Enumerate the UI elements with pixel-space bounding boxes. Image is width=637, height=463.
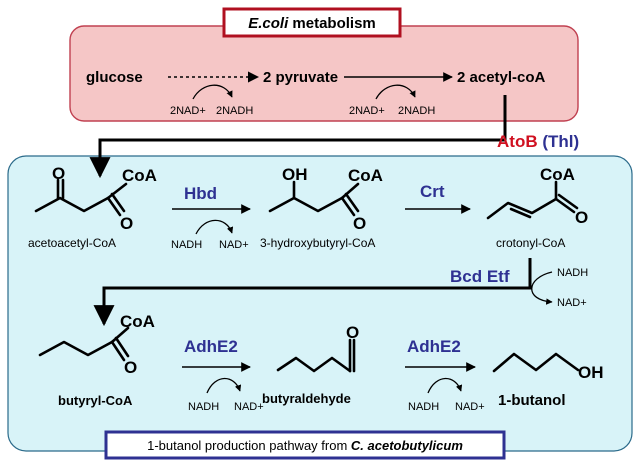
bcd-cofactor-out: NAD+ xyxy=(557,297,587,309)
ecoli-title: E.coli metabolism xyxy=(248,15,376,32)
atom-coa-4: CoA xyxy=(120,312,155,331)
glucose-label: glucose xyxy=(86,69,143,86)
atom-o-3: O xyxy=(353,214,366,233)
butyraldehyde-structure xyxy=(276,338,356,373)
adh2-cofactor-in: NADH xyxy=(408,401,439,413)
enzyme-bcd-etf: Bcd Etf xyxy=(450,267,510,286)
enzyme-adhe2-2: AdhE2 xyxy=(407,337,461,356)
atom-oh-2: OH xyxy=(578,363,604,382)
acetyl-coa-label: 2 acetyl-coA xyxy=(457,69,546,86)
enzyme-crt: Crt xyxy=(420,182,445,201)
butyryl-coa-structure xyxy=(38,326,130,362)
atom-oh-1: OH xyxy=(282,165,308,184)
cofactor-curve-1 xyxy=(192,84,233,100)
hbd-cofactor-curve xyxy=(195,219,234,235)
atom-coa-2: CoA xyxy=(348,166,383,185)
adh1-cofactor-curve xyxy=(206,377,242,394)
butyryl-coa-label: butyryl-CoA xyxy=(58,393,133,408)
butyraldehyde-label: butyraldehyde xyxy=(262,391,351,406)
atob-label: AtoB (Thl) xyxy=(497,132,579,151)
enzyme-hbd: Hbd xyxy=(184,184,217,203)
butanol-label: 1-butanol xyxy=(498,392,566,409)
atom-o-1: O xyxy=(52,164,65,183)
caption-box xyxy=(104,430,506,460)
acetoacetyl-coa-structure xyxy=(34,178,128,217)
crotonyl-coa-label: crotonyl-CoA xyxy=(496,236,565,250)
caption-text: 1-butanol production pathway from C. ace… xyxy=(147,438,463,453)
adh1-cofactor-out: NAD+ xyxy=(234,401,264,413)
hydroxybutyryl-coa-label: 3-hydroxybutyryl-CoA xyxy=(260,236,375,250)
hbd-cofactor-out: NAD+ xyxy=(219,239,249,251)
atom-o-5: O xyxy=(124,358,137,377)
cofactor-curve-2 xyxy=(375,84,416,100)
crotonyl-coa-structure xyxy=(486,180,579,220)
ecoli-title-box xyxy=(222,7,402,38)
atob-arrow xyxy=(89,95,507,179)
bcd-cofactor-curve xyxy=(531,271,553,305)
butanol-structure xyxy=(492,352,580,373)
atom-o-6: O xyxy=(346,323,359,342)
atom-coa-1: CoA xyxy=(122,166,157,185)
acetoacetyl-coa-label: acetoacetyl-CoA xyxy=(28,236,116,250)
adh2-cofactor-out: NAD+ xyxy=(455,401,485,413)
cofactor-2nad-1: 2NAD+ xyxy=(170,105,206,117)
bcd-cofactor-in: NADH xyxy=(557,267,588,279)
adh2-cofactor-curve xyxy=(427,377,463,394)
pyruvate-label: 2 pyruvate xyxy=(263,69,338,86)
adh1-cofactor-in: NADH xyxy=(188,401,219,413)
cofactor-2nadh-1: 2NADH xyxy=(216,105,253,117)
hbd-cofactor-in: NADH xyxy=(171,239,202,251)
enzyme-adhe2-1: AdhE2 xyxy=(184,337,238,356)
atom-o-2: O xyxy=(120,214,133,233)
bcd-etf-arrow xyxy=(93,258,532,327)
hydroxybutyryl-coa-structure xyxy=(268,180,360,217)
atom-o-4: O xyxy=(575,208,588,227)
atom-coa-3: CoA xyxy=(540,165,575,184)
cofactor-2nad-2: 2NAD+ xyxy=(349,105,385,117)
cofactor-2nadh-2: 2NADH xyxy=(398,105,435,117)
